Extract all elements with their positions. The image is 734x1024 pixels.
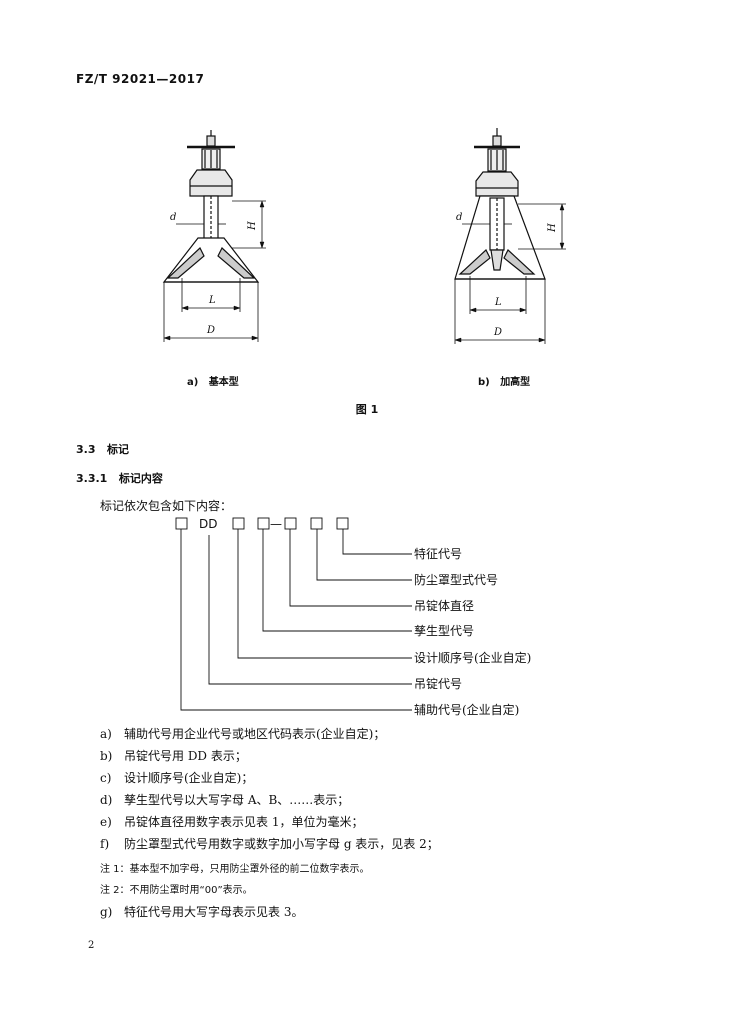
marking-label-diameter: 吊锭体直径 xyxy=(414,599,474,613)
figure-1: d L D H d L D H xyxy=(162,128,566,344)
marking-label-cover-type: 防尘罩型式代号 xyxy=(414,572,498,587)
dim-l-label-b: L xyxy=(494,297,502,308)
code-box-cover xyxy=(310,517,323,530)
panel-a-caption: a) 基本型 xyxy=(187,377,239,388)
code-box-feature xyxy=(336,517,349,530)
spindle-raised-drawing xyxy=(454,128,566,344)
spindle-basic-drawing xyxy=(162,130,266,342)
figure-caption: 图 1 xyxy=(355,403,379,416)
note-2: 注 2：不用防尘罩时用“00”表示。 xyxy=(100,885,253,896)
dim-h-label-b: H xyxy=(547,223,558,233)
dim-d-label-a: d xyxy=(170,212,176,223)
list-item: d)孳生型代号以大写字母 A、B、……表示； xyxy=(100,793,350,807)
code-box-design-seq xyxy=(232,517,245,530)
list-item: g)特征代号用大写字母表示见表 3。 xyxy=(100,905,304,919)
intro-text: 标记依次包含如下内容： xyxy=(100,499,233,513)
marking-label-feature: 特征代号 xyxy=(414,546,462,561)
list-item: c)设计顺序号(企业自定)； xyxy=(100,771,254,785)
list-item: b)吊锭代号用 DD 表示； xyxy=(100,749,247,763)
code-box-auxiliary xyxy=(175,517,188,530)
marking-label-breeding-type: 孳生型代号 xyxy=(414,623,474,638)
dim-D-label-a: D xyxy=(206,325,215,336)
marking-code-diagram: DD — 特征代号 防尘罩型式代号 吊锭体直径 孳生型代号 设计顺序号(企业自定… xyxy=(175,517,531,717)
dim-D-label-b: D xyxy=(493,327,502,338)
code-box-diameter xyxy=(284,517,297,530)
dim-d-label-b: d xyxy=(456,212,462,223)
page-number: 2 xyxy=(88,940,95,951)
dim-h-label-a: H xyxy=(247,221,258,231)
section-3-3-heading: 3.3 标记 xyxy=(76,443,129,456)
list-item: f)防尘罩型式代号用数字或数字加小写字母 g 表示，见表 2； xyxy=(100,837,439,851)
marking-label-auxiliary: 辅助代号(企业自定) xyxy=(414,702,519,717)
list-item: e)吊锭体直径用数字表示见表 1，单位为毫米； xyxy=(100,815,364,829)
panel-b-caption: b) 加高型 xyxy=(478,377,531,388)
list-item: a)辅助代号用企业代号或地区代码表示(企业自定)； xyxy=(100,727,386,741)
marking-label-spindle-code: 吊锭代号 xyxy=(414,677,462,691)
dim-l-label-a: L xyxy=(208,295,216,306)
section-3-3-1-heading: 3.3.1 标记内容 xyxy=(76,472,163,485)
note-1: 注 1：基本型不加字母，只用防尘罩外径的前二位数字表示。 xyxy=(100,864,370,875)
standard-code: FZ/T 92021—2017 xyxy=(76,72,205,86)
code-dd: DD xyxy=(199,517,217,531)
code-dash: — xyxy=(270,517,282,531)
code-box-type xyxy=(257,517,270,530)
marking-label-design-seq: 设计顺序号(企业自定) xyxy=(414,650,531,665)
